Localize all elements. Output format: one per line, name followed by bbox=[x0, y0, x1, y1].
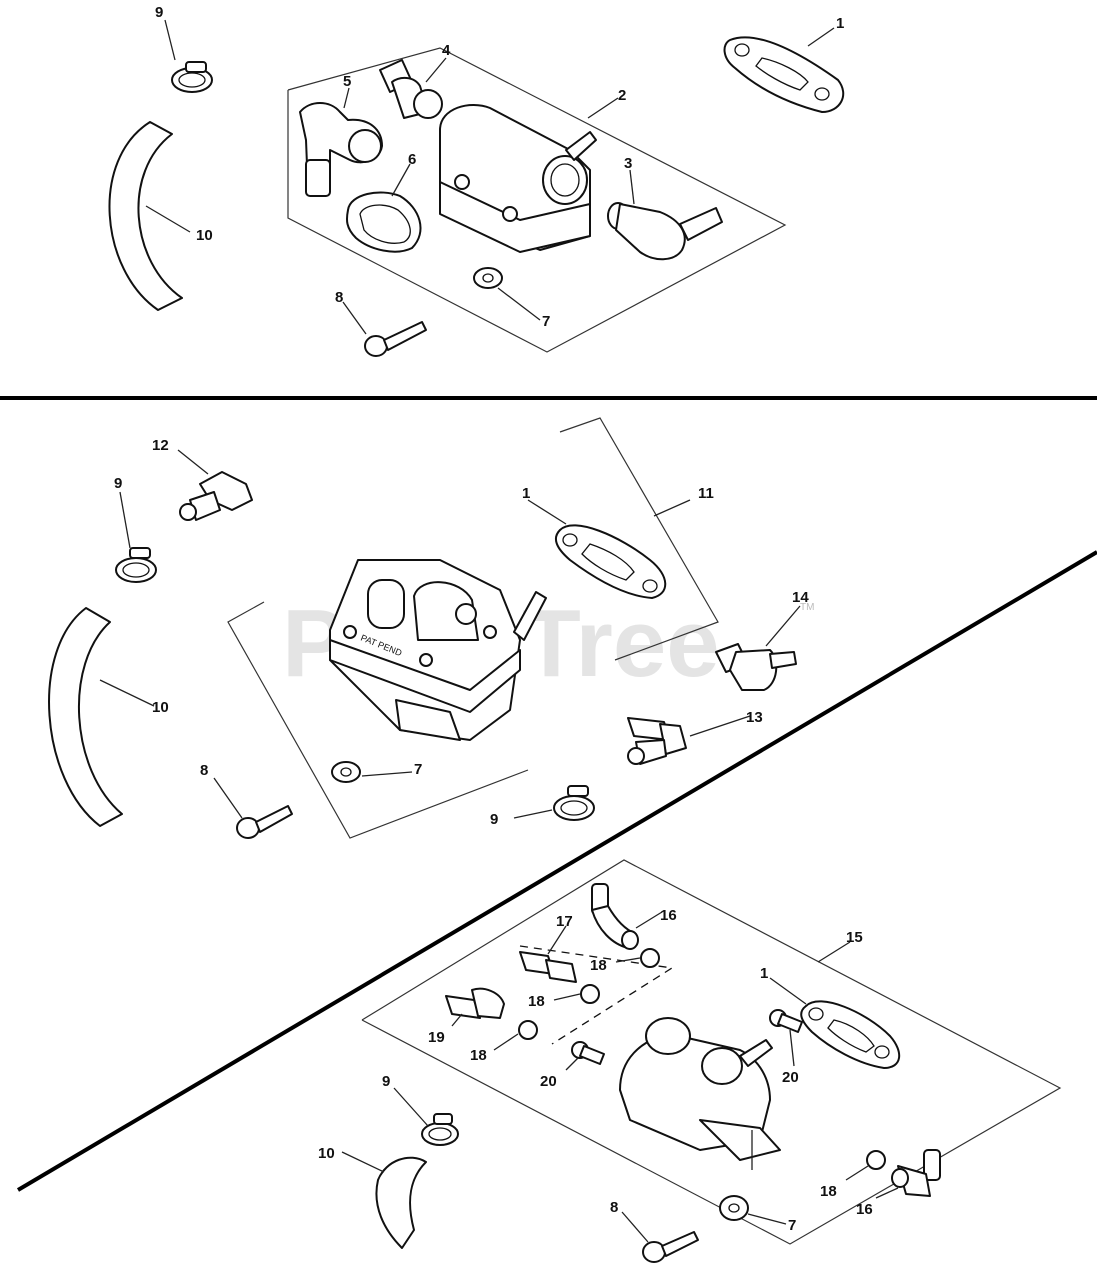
gasket-part bbox=[800, 1000, 900, 1069]
elbow-fitting-part bbox=[591, 883, 639, 950]
callout-20: 20 bbox=[540, 1073, 557, 1090]
callout-9: 9 bbox=[382, 1073, 390, 1090]
bottom-assembly-frame bbox=[361, 859, 1062, 1245]
callout-2: 2 bbox=[618, 87, 626, 104]
fuel-pump-body-part bbox=[619, 1017, 781, 1161]
screw-part bbox=[364, 321, 427, 357]
callout-10: 10 bbox=[318, 1145, 335, 1162]
pump-gasket-part bbox=[346, 191, 422, 253]
callout-10: 10 bbox=[196, 227, 213, 244]
callout-18: 18 bbox=[820, 1183, 837, 1200]
washer-part bbox=[473, 267, 503, 289]
callout-9: 9 bbox=[155, 4, 163, 21]
elbow-fitting-part bbox=[715, 643, 797, 691]
bottom-assembly: 16 17 15 18 1 18 19 18 20 20 9 10 18 16 … bbox=[318, 859, 1062, 1263]
washer-part bbox=[719, 1195, 749, 1221]
straight-fitting-part bbox=[519, 951, 577, 983]
straight-fitting-part bbox=[379, 59, 443, 119]
washer-hole bbox=[340, 767, 352, 777]
top-assembly: 9 4 1 5 2 6 3 10 8 7 bbox=[108, 4, 845, 357]
fuel-pump-body-part: PAT PEND bbox=[329, 559, 547, 741]
section-divider-diagonal bbox=[16, 550, 1097, 1192]
callout-19: 19 bbox=[428, 1029, 445, 1046]
hose-clamp-part bbox=[421, 1113, 459, 1146]
callout-18: 18 bbox=[470, 1047, 487, 1064]
washer-hole bbox=[482, 273, 494, 283]
callout-9: 9 bbox=[490, 811, 498, 828]
callout-18: 18 bbox=[590, 957, 607, 974]
callout-13: 13 bbox=[746, 709, 763, 726]
hose-clamp-part bbox=[115, 547, 157, 583]
callout-8: 8 bbox=[335, 289, 343, 306]
o-ring-part bbox=[518, 1020, 538, 1040]
hose-clamp-part bbox=[171, 61, 213, 93]
callout-4: 4 bbox=[442, 42, 451, 59]
callout-6: 6 bbox=[408, 151, 416, 168]
callout-20: 20 bbox=[782, 1069, 799, 1086]
fuel-pump-body-part bbox=[439, 104, 597, 253]
callout-8: 8 bbox=[200, 762, 208, 779]
callout-17: 17 bbox=[556, 913, 573, 930]
screw-part bbox=[642, 1231, 699, 1263]
watermark-trademark: TM bbox=[800, 602, 814, 613]
callout-8: 8 bbox=[610, 1199, 618, 1216]
screw-part bbox=[236, 805, 293, 839]
elbow-fitting-part bbox=[179, 471, 253, 521]
middle-assembly: PAT PEND bbox=[48, 417, 809, 839]
callout-10: 10 bbox=[152, 699, 169, 716]
fuel-hose-part bbox=[108, 121, 183, 311]
callout-1: 1 bbox=[760, 965, 768, 982]
callout-1: 1 bbox=[836, 15, 844, 32]
callout-5: 5 bbox=[343, 73, 351, 90]
callout-9: 9 bbox=[114, 475, 122, 492]
gasket-part bbox=[554, 524, 667, 599]
washer-part bbox=[331, 761, 361, 783]
o-ring-part bbox=[866, 1150, 886, 1170]
screw-part bbox=[769, 1009, 803, 1033]
callout-3: 3 bbox=[624, 155, 632, 172]
middle-frame-right bbox=[559, 417, 719, 661]
elbow-fitting-part bbox=[299, 102, 383, 197]
callout-16: 16 bbox=[856, 1201, 873, 1218]
callout-18: 18 bbox=[528, 993, 545, 1010]
fuel-hose-part bbox=[375, 1156, 427, 1249]
washer-hole bbox=[728, 1203, 740, 1213]
gasket-part bbox=[723, 36, 845, 113]
callout-12: 12 bbox=[152, 437, 169, 454]
callout-7: 7 bbox=[788, 1217, 796, 1234]
o-ring-part bbox=[580, 984, 600, 1004]
elbow-fitting-part bbox=[607, 202, 723, 261]
elbow-fitting-part bbox=[627, 717, 687, 765]
callout-15: 15 bbox=[846, 929, 863, 946]
elbow-fitting-part bbox=[891, 1149, 941, 1197]
callout-1: 1 bbox=[522, 485, 530, 502]
middle-frame-left bbox=[227, 601, 529, 839]
hose-clamp-part bbox=[553, 785, 595, 821]
fuel-hose-part bbox=[48, 607, 123, 827]
callout-7: 7 bbox=[414, 761, 422, 778]
callout-11: 11 bbox=[698, 485, 714, 502]
straight-fitting-part bbox=[445, 987, 505, 1019]
top-assembly-frame bbox=[287, 47, 787, 353]
o-ring-part bbox=[640, 948, 660, 968]
callout-7: 7 bbox=[542, 313, 550, 330]
callout-14: 14 bbox=[792, 589, 809, 606]
callout-16: 16 bbox=[660, 907, 677, 924]
screw-part bbox=[571, 1041, 605, 1065]
